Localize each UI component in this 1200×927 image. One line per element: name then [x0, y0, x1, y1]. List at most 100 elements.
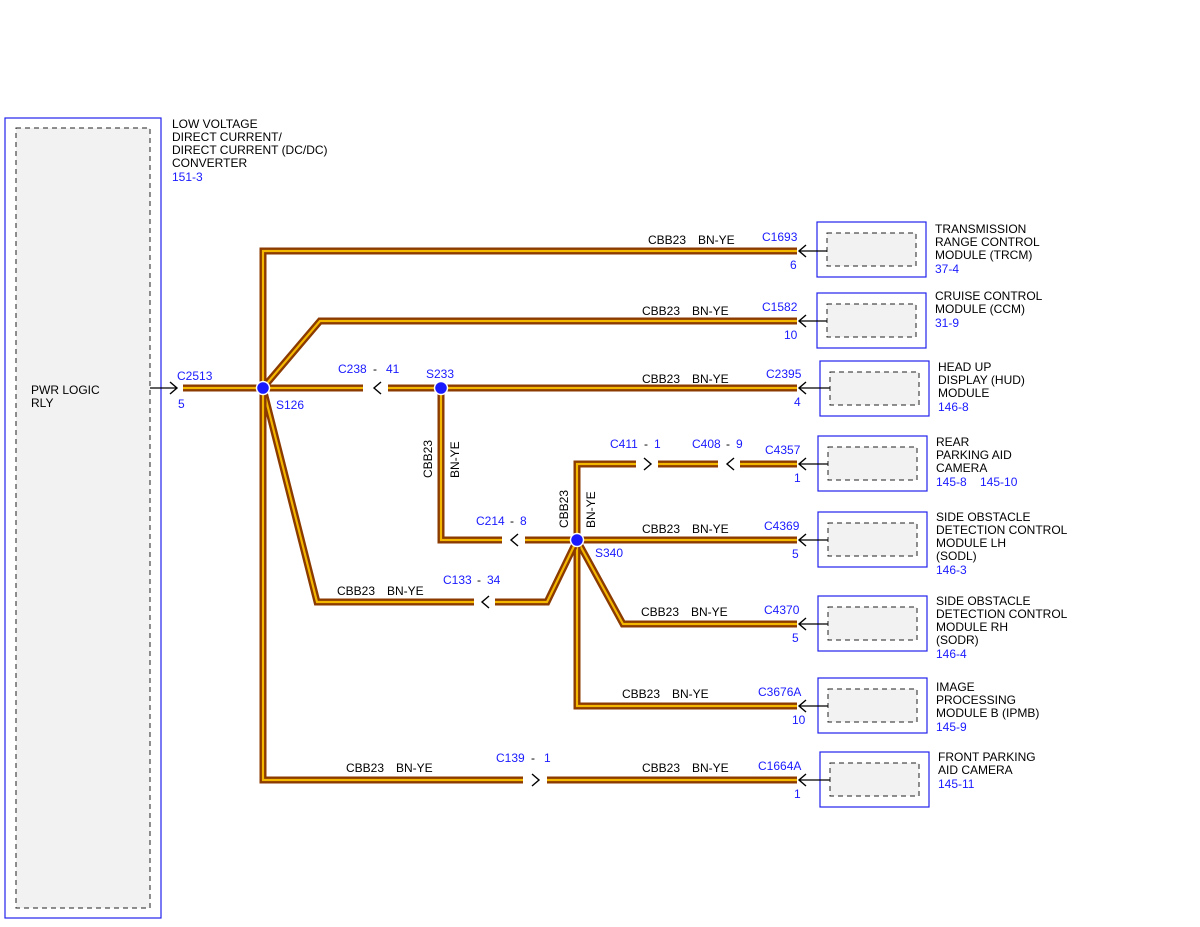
wire-s340-to-sodr[interactable] — [573, 538, 797, 628]
wire-s340-to-c133-outer — [495, 538, 581, 606]
wire-circuit-front-cam: CBB23 — [642, 761, 680, 775]
module-c2395-connector-label: C2395 — [766, 367, 802, 381]
module-c1664a-inner-box — [829, 762, 920, 797]
module-c4370-pin-label: 5 — [792, 631, 799, 645]
module-c2395-name-line-3: MODULE — [938, 386, 989, 400]
wire-circuit-trcm: CBB23 — [648, 233, 686, 247]
wire-circuit-sodl: CBB23 — [642, 522, 680, 536]
module-c4357-name-line-3: CAMERA — [936, 461, 987, 475]
module-c1664a-name-line-2: AID CAMERA — [938, 763, 1013, 777]
c139-pin: 1 — [544, 751, 551, 765]
dcdc-converter-module[interactable]: PWR LOGIC RLY — [4, 117, 162, 919]
c238-arrow-icon — [372, 381, 382, 395]
module-c1582-inner-box — [826, 303, 917, 338]
inline-connector-labels: C238 - 41 C214 - 8 C133 - 34 C139 - 1 C4… — [338, 362, 743, 765]
wire-labels-vertical: CBB23 BN-YE CBB23 BN-YE — [421, 440, 598, 528]
source-connector-pin: 5 — [178, 397, 185, 411]
c411-arrow-icon — [643, 457, 653, 471]
c408-label: C408 — [692, 437, 721, 451]
wire-s340-to-ipmb[interactable] — [573, 540, 797, 710]
module-c1693-name-line-2: RANGE CONTROL — [935, 235, 1040, 249]
module-c3676a-name-line-2: PROCESSING — [936, 693, 1016, 707]
wire-c133-to-s126[interactable] — [259, 387, 474, 606]
module-c4370-ref-1[interactable]: 146-4 — [936, 647, 967, 661]
module-c1664a-pin-label: 1 — [794, 787, 801, 801]
wire-circuit-hud: CBB23 — [642, 372, 680, 386]
module-c2395-name-line-1: HEAD UP — [938, 360, 991, 374]
c133-label: C133 — [443, 573, 472, 587]
c238-dash: - — [373, 362, 377, 376]
module-c4369-ref-1[interactable]: 146-3 — [936, 563, 967, 577]
module-c1693-ref-1[interactable]: 37-4 — [935, 262, 959, 276]
module-c4370-name-line-3: MODULE RH — [936, 620, 1008, 634]
source-connector[interactable]: C2513 5 — [150, 369, 213, 411]
c408-pin: 9 — [736, 437, 743, 451]
wire-s340-to-c133-inner — [495, 539, 578, 604]
module-c2395-arrow-icon — [797, 381, 807, 395]
c214-arrow-icon — [509, 533, 519, 547]
wire-s340-to-c133[interactable] — [495, 538, 581, 606]
splice-s233-label: S233 — [426, 367, 454, 381]
module-c1693-name-line-3: MODULE (TRCM) — [935, 248, 1032, 262]
wire-circuit-ipmb: CBB23 — [622, 687, 660, 701]
wire-s126-to-ccm-inner — [262, 319, 797, 389]
module-c4357-ref-1[interactable]: 145-8 — [936, 475, 967, 489]
module-c2395-name-line-2: DISPLAY (HUD) — [938, 373, 1025, 387]
c238-pin: 41 — [386, 362, 400, 376]
wire-circuit-vertical-s233: CBB23 — [421, 440, 435, 478]
wire-circuit-c133: CBB23 — [337, 584, 375, 598]
wire-s340-to-sodr-inner — [576, 539, 797, 626]
module-c4369-pin-label: 5 — [792, 547, 799, 561]
wire-s340-to-c411[interactable] — [573, 460, 636, 540]
c408-arrow-icon — [725, 457, 735, 471]
splice-s126[interactable] — [255, 380, 271, 396]
wire-s233-to-c214[interactable] — [437, 388, 502, 544]
wire-s340-to-c411-inner — [575, 462, 636, 540]
wire-s126-to-c139[interactable] — [259, 388, 523, 784]
module-c4369-connector-label: C4369 — [764, 519, 800, 533]
wire-s126-to-ccm[interactable] — [260, 317, 797, 391]
wire-color-vertical-s233: BN-YE — [448, 441, 462, 478]
splice-s126-label: S126 — [276, 398, 304, 412]
wire-color-ccm: BN-YE — [692, 304, 729, 318]
module-c4370-name-line-1: SIDE OBSTACLE — [936, 594, 1030, 608]
wire-circuit-ccm: CBB23 — [642, 304, 680, 318]
c408-dash: - — [726, 437, 730, 451]
module-c1582-name-line-1: CRUISE CONTROL — [935, 289, 1043, 303]
module-c1582-ref-1[interactable]: 31-9 — [935, 316, 959, 330]
module-c1664a-ref-1[interactable]: 145-11 — [938, 777, 975, 791]
module-c1582-arrow-icon — [797, 314, 807, 328]
module-c2395-ref-1[interactable]: 146-8 — [938, 400, 969, 414]
dcdc-converter-inner-box — [15, 127, 151, 909]
source-label-line-2: RLY — [31, 396, 53, 410]
splice-s340[interactable] — [569, 532, 585, 548]
module-c4357-ref-2[interactable]: 145-10 — [980, 475, 1018, 489]
module-c3676a-ref-1[interactable]: 145-9 — [936, 720, 967, 734]
module-c3676a-name-line-3: MODULE B (IPMB) — [936, 706, 1039, 720]
splice-s233[interactable] — [433, 380, 449, 396]
splices: S126 S233 S340 — [255, 367, 623, 560]
wire-s126-to-trcm[interactable] — [259, 247, 797, 388]
wire-color-bottom: BN-YE — [396, 761, 433, 775]
wire-color-sodr: BN-YE — [691, 605, 728, 619]
module-c4369-name-line-1: SIDE OBSTACLE — [936, 510, 1030, 524]
module-c4357-inner-box — [827, 446, 918, 481]
wire-color-trcm: BN-YE — [698, 233, 735, 247]
module-c4369-arrow-icon — [797, 533, 807, 547]
source-module-line-4: CONVERTER — [172, 156, 247, 170]
c133-arrow-icon — [480, 595, 490, 609]
module-c3676a-arrow-icon — [797, 699, 807, 713]
source-connector-label: C2513 — [177, 369, 213, 383]
module-c2395-inner-box — [829, 371, 920, 406]
module-c4357-name-line-2: PARKING AID — [936, 448, 1012, 462]
